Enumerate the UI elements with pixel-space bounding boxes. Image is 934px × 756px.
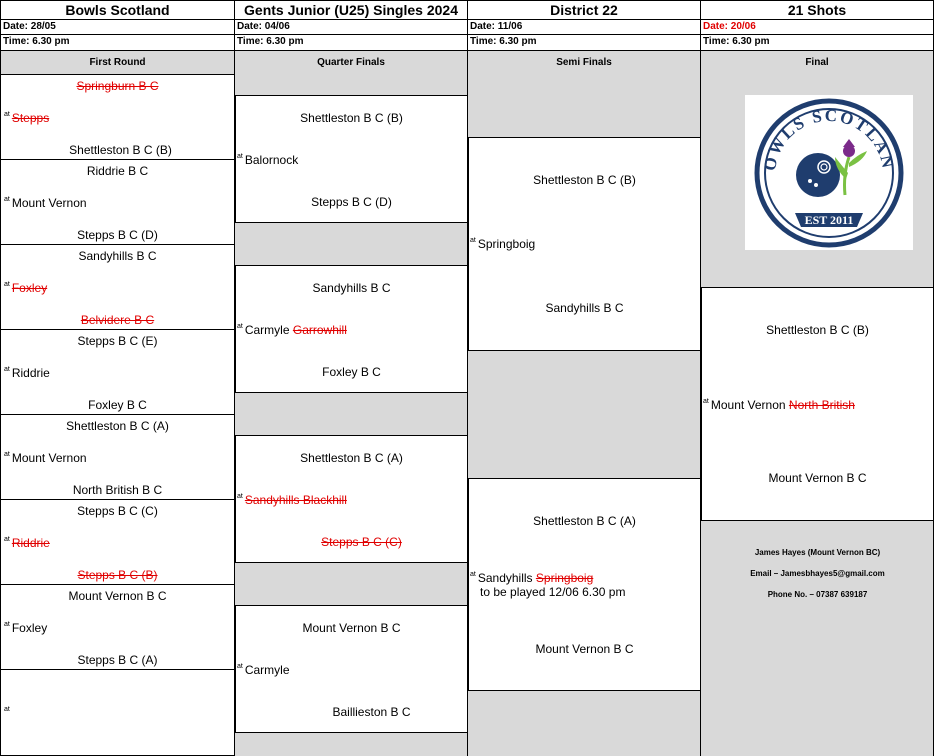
bowls-scotland-logo: BOWLS SCOTLAND EST 2011	[738, 80, 913, 250]
r1-m2-top: Riddrie B C	[86, 164, 149, 178]
sf-m2-bottom: Mount Vernon B C	[535, 642, 634, 656]
round-header-semi-finals: Semi Finals	[467, 50, 701, 75]
time-final: Time: 6.30 pm	[700, 34, 934, 51]
round-header-final: Final	[700, 50, 934, 75]
sf-m2-top: Shettleston B C (A)	[533, 514, 636, 528]
qf-m3-bottom: Stepps B C (C)	[321, 535, 402, 549]
sf-m1-top: Shettleston B C (B)	[533, 173, 636, 187]
time-quarter-finals: Time: 6.30 pm	[234, 34, 468, 51]
r1-m2-bottom: Stepps B C (D)	[77, 228, 158, 242]
qf-m4-top: Mount Vernon B C	[302, 621, 401, 635]
sf-m1-bottom: Sandyhills B C	[545, 301, 624, 315]
final-bottom: Mount Vernon B C	[768, 471, 867, 485]
header-shots: 21 Shots	[700, 0, 934, 20]
r1-m7-top: Mount Vernon B C	[68, 589, 167, 603]
time-first-round: Time: 6.30 pm	[0, 34, 235, 51]
svg-text:EST 2011: EST 2011	[805, 213, 854, 227]
qf-m4-bottom: Baillieston B C	[332, 705, 411, 719]
contact-phone: Phone No. – 07387 639187	[767, 590, 868, 599]
r1-m4-bottom: Foxley B C	[88, 398, 147, 412]
r1-m6-bottom: Stepps B C (B)	[77, 568, 158, 582]
sf-m2-note: to be played 12/06 6.30 pm	[480, 585, 626, 599]
header-competition-title: Gents Junior (U25) Singles 2024	[234, 0, 468, 20]
contact-block: James Hayes (Mount Vernon BC) Email – Ja…	[701, 520, 934, 756]
qf-m1-top: Shettleston B C (B)	[300, 111, 403, 125]
r1-m3-top: Sandyhills B C	[78, 249, 157, 263]
header-bowls-scotland: Bowls Scotland	[0, 0, 235, 20]
qf-m3-top: Shettleston B C (A)	[300, 451, 403, 465]
date-final: Date: 20/06	[700, 19, 934, 35]
r1-m3-bottom: Belvidere B C	[80, 313, 155, 327]
qf-m2-top: Sandyhills B C	[312, 281, 391, 295]
r1-match-8: at	[0, 669, 235, 756]
qf-m1-bottom: Stepps B C (D)	[311, 195, 392, 209]
contact-email: Email – Jamesbhayes5@gmail.com	[750, 569, 885, 578]
r1-m5-bottom: North British B C	[72, 483, 163, 497]
contact-name: James Hayes (Mount Vernon BC)	[754, 548, 881, 557]
r1-m4-top: Stepps B C (E)	[77, 334, 158, 348]
header-district: District 22	[467, 0, 701, 20]
date-quarter-finals: Date: 04/06	[234, 19, 468, 35]
r1-m1-bottom: Shettleston B C (B)	[69, 143, 172, 157]
r1-m5-top: Shettleston B C (A)	[66, 419, 169, 433]
r1-m6-top: Stepps B C (C)	[77, 504, 158, 518]
date-first-round: Date: 28/05	[0, 19, 235, 35]
r1-m7-bottom: Stepps B C (A)	[77, 653, 158, 667]
time-semi-finals: Time: 6.30 pm	[467, 34, 701, 51]
qf-m2-bottom: Foxley B C	[322, 365, 381, 379]
final-top: Shettleston B C (B)	[766, 323, 869, 337]
round-header-first-round: First Round	[0, 50, 235, 75]
r1-m8-venue: at	[4, 706, 10, 713]
date-semi-finals: Date: 11/06	[467, 19, 701, 35]
r1-m1-top: Springburn B C	[76, 79, 159, 93]
bowls-scotland-logo-icon: BOWLS SCOTLAND EST 2011	[738, 80, 904, 248]
round-header-quarter-finals: Quarter Finals	[234, 50, 468, 75]
